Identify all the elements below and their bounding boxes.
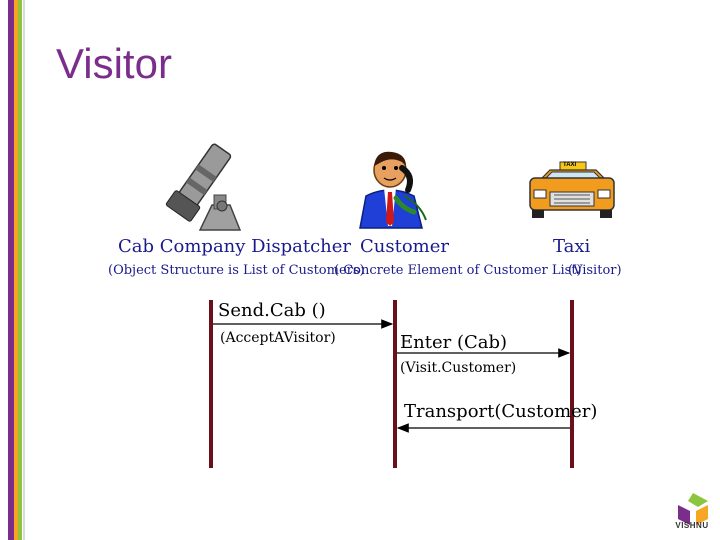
message-sub-sendcab: (AcceptAVisitor)	[220, 330, 336, 346]
vishnu-logo-icon	[678, 493, 708, 525]
lifeline-customer	[393, 300, 397, 468]
actor-name-taxi: Taxi	[553, 236, 591, 257]
taxi-roof-sign: TAXI	[563, 162, 577, 168]
message-label-sendcab: Send.Cab ()	[218, 300, 326, 321]
message-sub-enter: (Visit.Customer)	[400, 360, 517, 376]
message-label-transport: Transport(Customer)	[404, 401, 598, 422]
lifeline-taxi	[570, 300, 574, 468]
customer-on-phone-icon	[359, 151, 427, 229]
actor-name-dispatcher: Cab Company Dispatcher	[118, 236, 352, 257]
stripe-purple	[8, 0, 14, 540]
stripe-gray	[23, 0, 25, 540]
logo-text: VISHNU	[675, 521, 709, 530]
actor-role-taxi: (Visitor)	[568, 263, 622, 278]
slide-title: Visitor	[56, 40, 172, 87]
telescope-icon	[165, 143, 242, 231]
actor-role-dispatcher: (Object Structure is List of Customers)	[108, 263, 365, 278]
lifeline-dispatcher	[209, 300, 213, 468]
decorative-stripes	[0, 0, 28, 540]
stripe-orange	[14, 0, 18, 540]
taxi-icon	[529, 161, 615, 218]
stripe-green	[18, 0, 22, 540]
message-label-enter: Enter (Cab)	[400, 332, 508, 353]
actor-role-customer: ( Concrete Element of Customer List)	[334, 263, 582, 278]
actor-name-customer: Customer	[360, 236, 449, 257]
